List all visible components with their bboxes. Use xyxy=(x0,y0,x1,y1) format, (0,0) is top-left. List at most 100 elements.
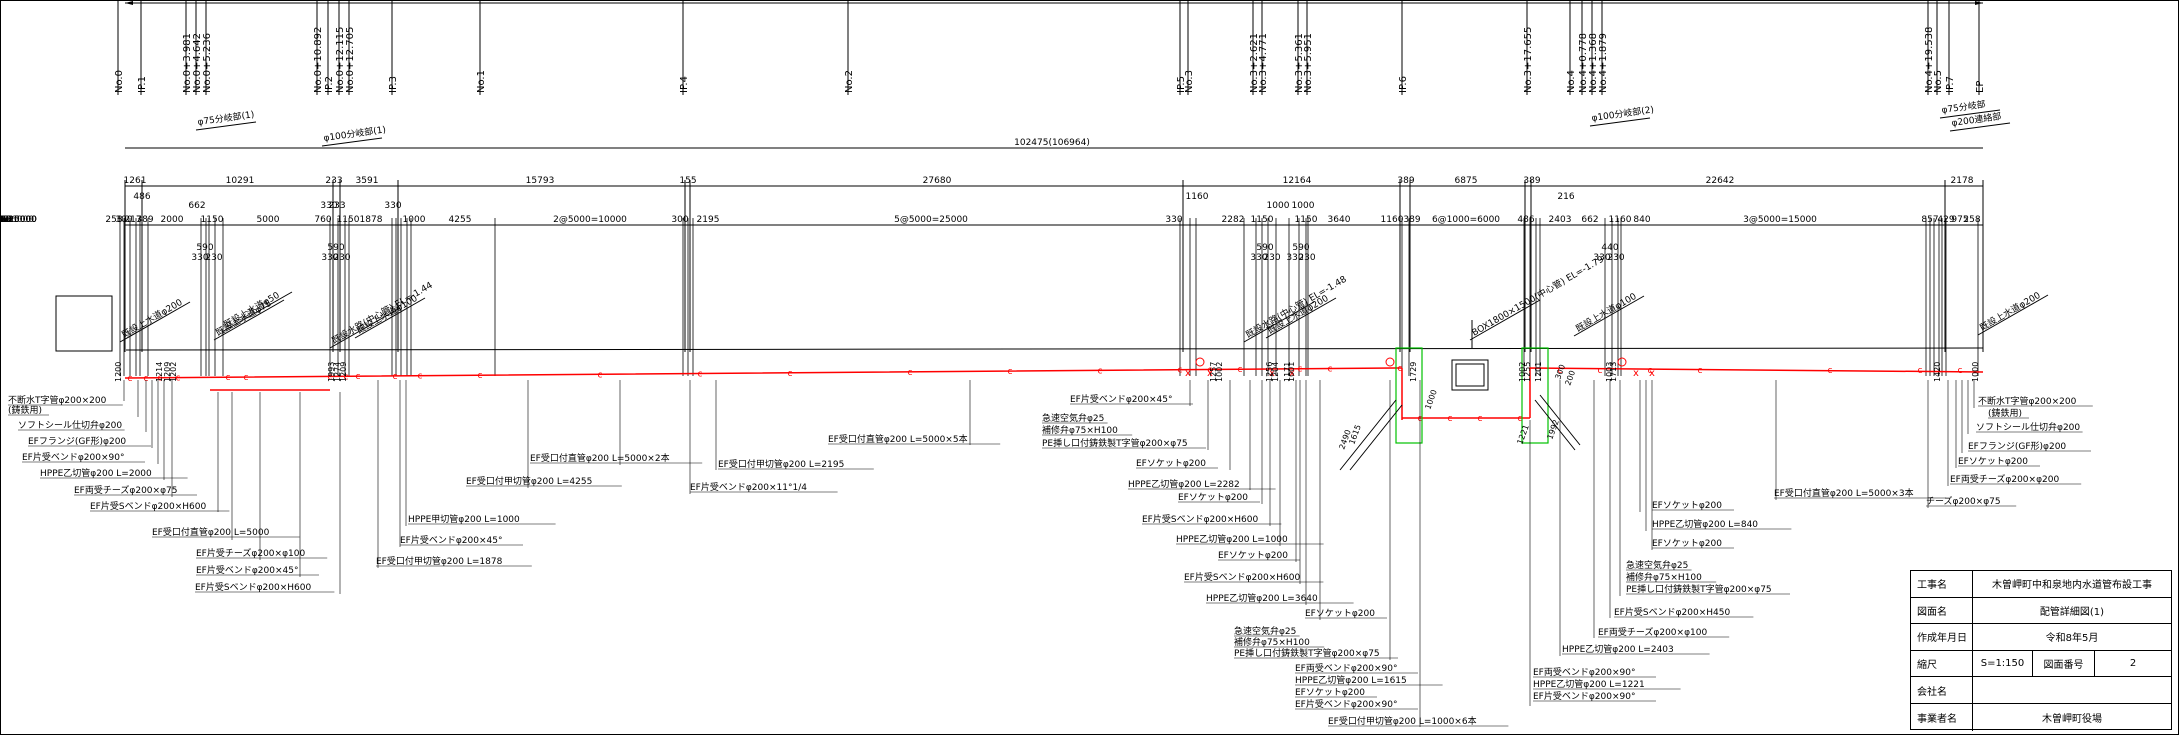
branch-leader xyxy=(321,137,383,147)
dim-row3-label: 486 xyxy=(0,215,9,225)
pipe-fitting-mark: c xyxy=(1518,414,1523,424)
station-label: IP.1 xyxy=(137,76,148,93)
branch-leader xyxy=(1949,122,2011,132)
pipe-fitting-mark: c xyxy=(1598,366,1603,376)
pipe-fitting-mark: c xyxy=(1828,366,1833,376)
dim-small-label: 330 xyxy=(321,253,338,263)
mid-callout: HPPE乙切管φ200 L=1615 xyxy=(1295,674,1407,686)
dim-row2-label: 330 xyxy=(320,201,337,211)
dim-row2-label: 486 xyxy=(133,192,150,202)
dim-small-label: 590 xyxy=(196,243,213,253)
dim-row3-label: 2195 xyxy=(697,215,720,225)
dim-row3-label: 300 xyxy=(671,215,688,225)
company-value xyxy=(1973,677,2171,703)
dim-row3-label: 760 xyxy=(314,215,331,225)
pipe-fitting-mark: c xyxy=(1238,365,1243,375)
diag-leader xyxy=(1265,297,1337,339)
left-callout: EF両受チーズφ200×φ75 xyxy=(74,484,177,496)
left-callout: EF片受ベンドφ200×45° xyxy=(400,534,502,546)
diag-dim-line xyxy=(1349,404,1403,471)
station-label: IP.4 xyxy=(679,76,690,93)
dim-row3-label: 840 xyxy=(0,215,9,225)
station-label: No.0+10.892 xyxy=(313,27,324,93)
valve-mark: x xyxy=(1289,368,1295,379)
diag-dim-label: 1615 xyxy=(1347,423,1362,445)
mid-callout: EFソケットφ200 xyxy=(1178,492,1248,503)
dim-row1-label: 15793 xyxy=(526,176,555,186)
dim-row3-label: 6@1000=6000 xyxy=(0,215,34,225)
title-row-owner: 事業者名 木曽岬町役場 xyxy=(1911,704,2171,731)
diag-leader xyxy=(1243,301,1315,343)
dim-row3-label: 2000 xyxy=(161,215,184,225)
diag-dim-label: 1000 xyxy=(1423,388,1438,410)
pit-box-right xyxy=(1521,347,1549,444)
right-callout: (鋳鉄用) xyxy=(1988,407,2022,419)
dim-row1-label: 389 xyxy=(1523,176,1540,186)
pipe-fitting-mark: c xyxy=(158,374,163,384)
date-value: 令和8年5月 xyxy=(2045,633,2099,645)
mid-callout: EF片受Sベンドφ200×H600 xyxy=(1184,571,1300,583)
station-label: No.3+17.655 xyxy=(1523,27,1534,93)
station-label: EP xyxy=(1975,81,1986,93)
drawing-label: 図面名 xyxy=(1911,597,1973,624)
dim-row3-label: 258 xyxy=(0,215,9,225)
right-callout: EF受口付直管φ200 L=5000×3本 xyxy=(1774,487,1914,499)
pipe-fitting-mark: c xyxy=(344,372,349,382)
dim-small-label: 590 xyxy=(1256,243,1273,253)
left-callout: 不断水T字管φ200×200 xyxy=(8,394,107,406)
vert-dim-label: 1202 xyxy=(169,362,178,382)
dim-row2-label: 1000 xyxy=(1292,201,1315,211)
owner-label: 事業者名 xyxy=(1911,704,1973,731)
diag-dim-line xyxy=(1339,399,1397,471)
dim-row3-label: 975 xyxy=(0,215,9,225)
dim-row3-label: 389 xyxy=(1403,215,1420,225)
vert-dim-label: 1204 xyxy=(1271,362,1280,382)
left-callout: EF片受チーズφ200×φ100 xyxy=(196,547,305,559)
dim-row3-label: 1160 xyxy=(1609,215,1632,225)
branch-label: φ75分岐部(1) xyxy=(197,108,255,128)
pipe-fitting-mark: c xyxy=(144,374,149,384)
pipe-fitting-mark: c xyxy=(1328,365,1333,375)
dim-small-label: 330 xyxy=(191,253,208,263)
dim-row3-label: 258 xyxy=(1963,215,1980,225)
dim-row3-label: 2@5000=10000 xyxy=(0,215,37,225)
dim-row3-label: 258 xyxy=(105,215,122,225)
station-label: No.4+0.778 xyxy=(1578,33,1589,93)
pipe-fitting-mark: c xyxy=(128,374,133,384)
vert-dim-label: 1420 xyxy=(1933,362,1942,382)
number-label: 図面番号 xyxy=(2033,650,2095,677)
dim-row2-label: 1160 xyxy=(1186,192,1209,202)
dim-row3-label: 1150 xyxy=(0,215,12,225)
right-callout: EF両受チーズφ200×φ200 xyxy=(1950,473,2059,485)
dim-row3-label: 3@5000=15000 xyxy=(0,215,37,225)
title-block: 工事名 木曽岬町中和泉地内水道管布設工事 図面名 配管詳細図(1) 作成年月日 … xyxy=(1910,570,2172,731)
dim-row3-label: 217 xyxy=(0,215,9,225)
dim-small-label: 230 xyxy=(1607,253,1624,263)
mid-callout: 急速空気弁φ25 xyxy=(1042,412,1104,424)
diag-label: 既設上水道φ200 xyxy=(120,296,185,341)
left-callout: EF受口付直管φ200 L=5000 xyxy=(152,526,270,538)
pipe-fitting-mark: c xyxy=(1558,366,1563,376)
owner-value: 木曽岬町役場 xyxy=(2042,713,2102,725)
pipe-fitting-mark: c xyxy=(356,372,361,382)
diag-leader xyxy=(329,307,401,349)
scale-label: 縮尺 xyxy=(1911,650,1973,677)
mid-callout: HPPE乙切管φ200 L=2282 xyxy=(1128,478,1240,490)
diag-label: 既設上水道φ50 xyxy=(222,289,282,331)
branch-leader xyxy=(1589,117,1651,127)
structure-box xyxy=(55,295,113,352)
valve-mark: x xyxy=(1269,368,1275,379)
mid-callout: HPPE乙切管φ200 L=1000 xyxy=(1176,533,1288,545)
station-label: No.5 xyxy=(1933,70,1944,93)
dim-row3-label: 1160 xyxy=(0,215,12,225)
dim-row3-label: 662 xyxy=(0,215,9,225)
dim-row3-label: 3640 xyxy=(0,215,12,225)
title-row-company: 会社名 xyxy=(1911,677,2171,704)
vert-dim-label: 1001 xyxy=(1287,362,1296,382)
dim-small-label: 330 xyxy=(1286,253,1303,263)
valve-mark: x xyxy=(1207,368,1213,379)
right-callout: EFソケットφ200 xyxy=(1652,500,1722,511)
right-callout: 急速空気弁φ25 xyxy=(1626,559,1688,571)
